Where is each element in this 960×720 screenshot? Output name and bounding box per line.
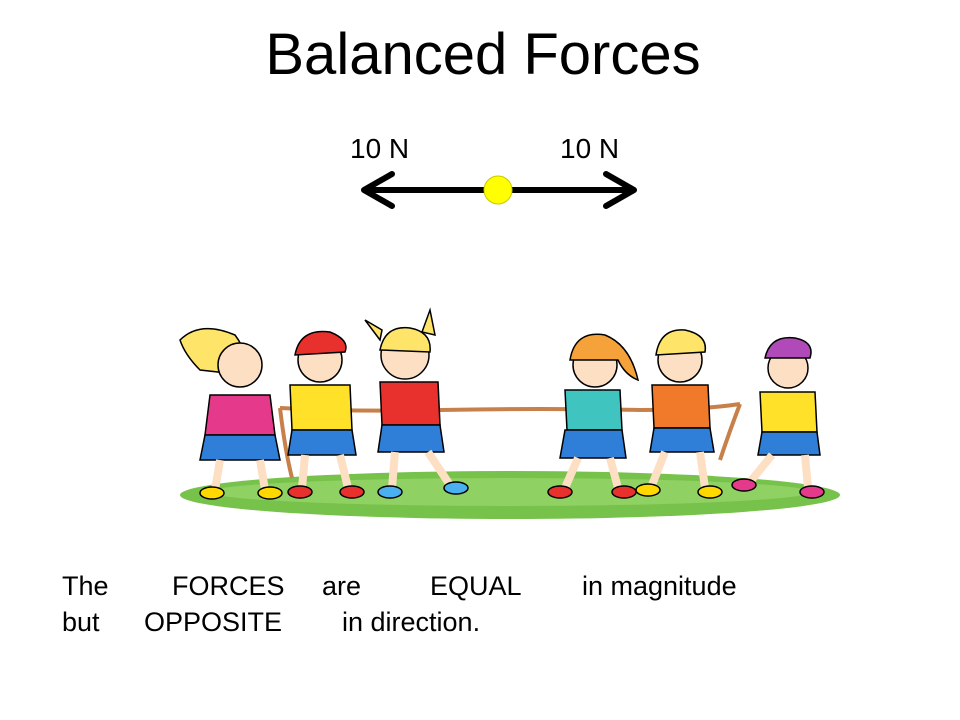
child-6: [731, 336, 825, 499]
caption-word: The: [62, 571, 109, 601]
force-diagram: [361, 171, 637, 209]
tug-of-war-illustration: [179, 307, 840, 519]
caption-word: in magnitude: [582, 571, 737, 601]
caption-line-1: The FORCES are EQUAL in magnitude: [62, 568, 822, 604]
child-3: [364, 307, 469, 499]
caption-line-2: but OPPOSITE in direction.: [62, 604, 822, 640]
child-1: [179, 327, 283, 500]
caption: The FORCES are EQUAL in magnitude but OP…: [62, 568, 822, 640]
child-5: [635, 329, 723, 499]
right-force-label: 10 N: [560, 133, 620, 164]
left-force-label: 10 N: [350, 133, 410, 164]
child-2: [287, 330, 365, 499]
caption-word: FORCES: [172, 571, 285, 601]
caption-word: in direction.: [342, 607, 481, 637]
child-4: [547, 333, 640, 499]
object-dot: [483, 175, 513, 205]
slide-title: Balanced Forces: [265, 22, 701, 87]
right-arrowhead: [603, 171, 637, 209]
caption-word: but: [62, 607, 100, 637]
left-arrowhead: [361, 171, 395, 209]
caption-word: OPPOSITE: [144, 607, 283, 637]
caption-word: EQUAL: [430, 571, 522, 601]
caption-word: are: [322, 571, 362, 601]
